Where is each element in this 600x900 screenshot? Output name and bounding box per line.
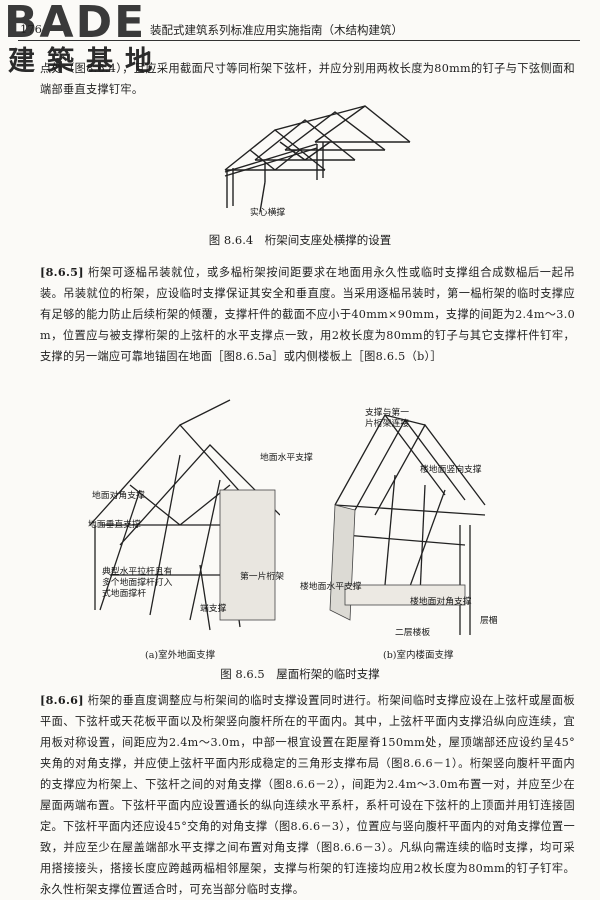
watermark-cn: 建築基地 [8, 46, 164, 77]
figure-8-6-5b-drawing [329, 413, 486, 635]
label-typical-rod: 典型水平拉杆且有多个地面撑杆打入式地面撑杆 [102, 567, 173, 599]
clause-label: [8.6.5] [40, 265, 84, 279]
label-floor-vertical: 楼地面竖向支撑 [420, 465, 482, 475]
label-joist: 层楣 [480, 616, 498, 626]
label-solid-blocking: 实心横撑 [250, 208, 286, 218]
label-ground-diagonal: 地面对角支撑 [92, 491, 145, 501]
label-end-brace: 端支撑 [200, 604, 227, 614]
figure-8-6-4-caption: 图 8.6.4 桁架间支座处横撑的设置 [208, 233, 392, 247]
figure-8-6-5a-drawing [89, 399, 280, 631]
watermark-logo: BADE [4, 0, 147, 48]
label-ground-vertical: 地面垂直支撑 [88, 520, 141, 530]
subfigure-b-label: (b)室内楼面支撑 [383, 650, 454, 661]
paragraph-8-6-6: [8.6.6] 桁架的垂直度调整应与桁架间的临时支撑设置同时进行。桁架间临时支撑… [40, 690, 575, 900]
figure-8-6-4-drawing [224, 105, 411, 213]
running-header-title: 装配式建筑系列标准应用实施指南（木结构建筑） [150, 23, 403, 37]
clause-label: [8.6.6] [40, 693, 84, 707]
label-floor-horizontal: 楼地面水平支撑 [300, 582, 362, 592]
page-number: 176 [20, 22, 42, 36]
figure-8-6-5-caption: 图 8.6.5 屋面桁架的临时支撑 [220, 667, 380, 681]
clause-text: 桁架可逐榀吊装就位，或多榀桁架按间距要求在地面用永久性或临时支撑组合成数榀后一起… [40, 266, 575, 363]
label-first-truss: 第一片桁架 [240, 572, 284, 582]
header-rule [18, 40, 580, 41]
top-paragraph: 点处（图8.6.4），且应采用截面尺寸等同桁架下弦杆，并应分别用两枚长度为80m… [40, 62, 575, 96]
label-floor-diagonal: 楼地面对角支撑 [410, 597, 472, 607]
label-brace-top: 支撑与第一片桁架连接 [365, 408, 409, 429]
subfigure-a-label: (a)室外地面支撑 [145, 650, 216, 661]
label-ground-horizontal: 地面水平支撑 [260, 453, 313, 463]
paragraph-8-6-5: [8.6.5] 桁架可逐榀吊装就位，或多榀桁架按间距要求在地面用永久性或临时支撑… [40, 262, 575, 367]
label-second-floor: 二层楼板 [395, 628, 431, 638]
clause-text: 桁架的垂直度调整应与桁架间的临时支撑设置同时进行。桁架间临时支撑应设在上弦杆或屋… [40, 694, 576, 896]
